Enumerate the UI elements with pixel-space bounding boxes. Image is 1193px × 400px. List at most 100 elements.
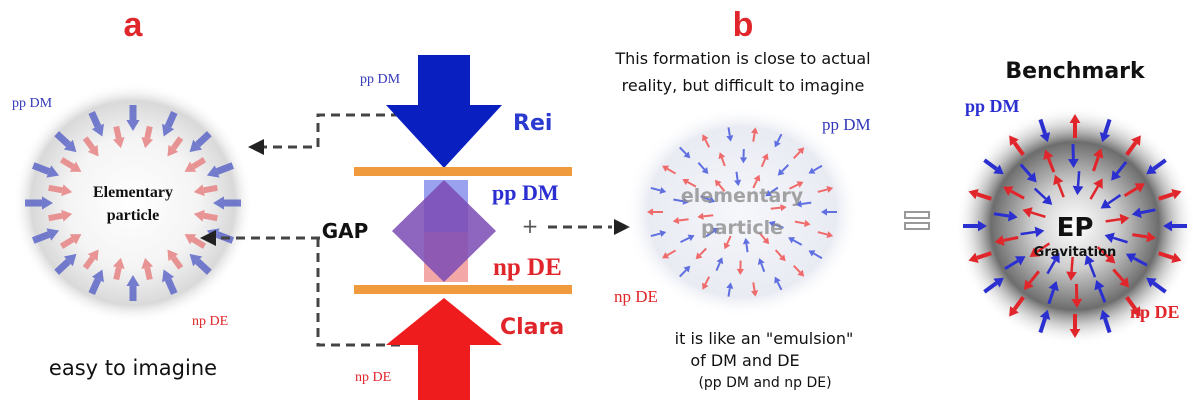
panel-a-np-de-arrow-shaft [59,236,75,249]
panel-b-pp-dm-arrow-shaft [769,186,779,194]
panel-a-np-de-arrow-head [184,161,197,172]
panel-a-pp-dm-arrow-head [91,123,104,137]
benchmark-np-de-arrow-head [1066,271,1077,281]
panel-b-np-de-arrow-head [751,290,759,297]
benchmark-np-de-arrow-shaft [1010,189,1025,200]
panel-b-pp-dm-arrow-shaft [700,195,711,201]
connector-middle-arrowhead [200,230,216,246]
panel-a-np-de-arrow-shaft [191,236,207,249]
benchmark-pp-dm-arrow-shaft [1033,187,1047,200]
benchmark-pp-dm-arrow-head [1039,309,1051,320]
benchmark-pp-dm-arrow-shaft [983,158,998,171]
benchmark-np-de-arrow-shaft [1105,217,1121,223]
panel-a-pp-dm-arrow-head [63,139,77,153]
panel-a-np-de-arrow-head [167,144,179,157]
panel-a-np-de-arrow-head [141,137,154,149]
panel-b-np-de-arrow-head [778,254,786,262]
panel-a-np-de-arrow-head [61,184,73,197]
panel-b-np-de-arrow-shaft [720,157,726,167]
panel-b-pp-dm-arrow-head [734,179,742,187]
panel-b-pp-dm-arrow-head [774,140,781,148]
benchmark-np-de-arrow-head [1105,253,1116,264]
panel-b-np-de-arrow-shaft [678,218,689,222]
dashed-connectors [214,113,612,347]
panel-a-np-de-arrow-shaft [144,125,153,139]
panel-b-pp-dm-arrow-shaft [792,239,803,246]
panel-a-pp-dm-arrow-head [189,139,203,153]
benchmark-pp-dm-arrow-head [1048,280,1059,292]
panel-b-np-de-arrow-head [797,147,805,155]
gap-plate-bottom [354,285,572,294]
panel-b-np-de-arrow-shaft [687,181,697,188]
panel-b-np-de-arrow-shaft [666,167,677,175]
benchmark-np-de-arrow-shaft [1003,235,1019,242]
bottom-arrow-label: np DE [355,370,391,385]
benchmark-np-de-arrow-shaft [1158,251,1174,260]
panel-b-pp-dm-arrow-head [768,220,776,228]
benchmark-pp-dm-arrow-head [1099,132,1111,143]
benchmark-pp-dm-arrow-head [1146,277,1157,288]
panel-b-pp-dm-arrow-head [742,237,750,245]
panel-b-np-de-arrow-head [718,152,726,160]
benchmark-pp-dm-arrow-head [993,277,1004,288]
panel-b-np-de-arrow-shaft [704,276,711,285]
panel-b-np-de-arrow-head [662,165,670,172]
panel-a-pp-dm-arrow-head [213,196,224,210]
panel-a-top-label: pp DM [12,96,53,111]
panel-a-pp-dm-arrow-head [63,253,77,267]
benchmark-pp-dm-arrow-head [1104,232,1115,243]
panel-b-header-line2: reality, but difficult to imagine [622,76,865,95]
panel-a-pp-dm-arrow-shaft [54,131,71,148]
panel-b-np-de-arrow-head [797,269,805,277]
panel-b-pp-dm-arrow-shaft [735,171,739,181]
benchmark-np-de-arrow-shaft [1012,296,1025,311]
panel-b-np-de-arrow-shaft [793,265,801,273]
panel-b-np-de-arrow-head [672,216,680,225]
benchmark-np-de-arrow-head [1022,207,1033,218]
panel-b-np-de-arrow-shaft [774,249,783,258]
panel-a-np-de-arrow-head [184,234,197,245]
panel-b-np-de-arrow-shaft [699,247,707,256]
benchmark-np-de-arrow-head [1053,174,1064,186]
panel-b-np-de-arrow-shaft [703,214,714,218]
np-de-label: np DE [493,254,562,281]
panel-b-np-de-arrow-shaft [717,183,726,192]
benchmark-np-de-arrow-shaft [1070,256,1074,272]
panel-b-pp-dm-arrow-head [726,135,734,142]
panel-a-np-de-arrow-head [87,144,99,157]
benchmark-pp-dm-arrow-shaft [1115,160,1128,175]
benchmark-np-de-arrow-head [994,235,1005,246]
panel-a-np-de-arrow-head [193,209,205,222]
panel-b-np-de-arrow-shaft [794,220,805,225]
benchmark-np-de-arrow-head [1009,306,1019,317]
benchmark-pp-dm-arrow-shaft [1004,259,1019,271]
connector-top-arrowhead [248,139,264,155]
benchmark-np-de-arrow-head [1134,183,1145,193]
panel-b-center-line2: particle [701,217,783,239]
benchmark-title: Benchmark [1005,59,1146,84]
panel-a-np-de-arrow-head [112,257,125,269]
panel-b-np-de-arrow-shaft [752,282,756,291]
benchmark-pp-dm-arrow-shaft [1038,118,1047,135]
panel-a-pp-dm-arrow-head [206,165,220,178]
benchmark-pp-dm-arrow-head [1067,158,1079,169]
benchmark-pp-dm-arrow-head [1125,253,1137,263]
panel-b-pp-dm-arrow-shaft [679,269,687,278]
panel-b-np-de-arrow-head [736,268,744,275]
benchmark-bottom-label: np DE [1130,302,1180,322]
panel-b-pp-dm-arrow-head [808,250,816,257]
panel-b-pp-dm-arrow-head [726,282,734,289]
panel-a-np-de-arrow-shaft [144,267,153,281]
panel-b-top-label: pp DM [822,115,871,134]
panel-b: b This formation is close to actual real… [614,6,871,391]
panel-a-bottom-label: np DE [192,314,228,329]
panel-b-pp-dm-arrow-head [765,189,773,197]
pp-dm-label: pp DM [492,180,559,205]
benchmark-pp-dm-arrow-head [1042,194,1053,205]
benchmark-np-de-arrow-head [1093,178,1103,189]
panel-b-caption-line1: it is like an "emulsion" [675,329,854,348]
benchmark-pp-dm-arrow-head [1099,309,1111,320]
benchmark-np-de-arrow-head [1023,279,1034,291]
benchmark-np-de-arrow-head [1071,298,1083,308]
